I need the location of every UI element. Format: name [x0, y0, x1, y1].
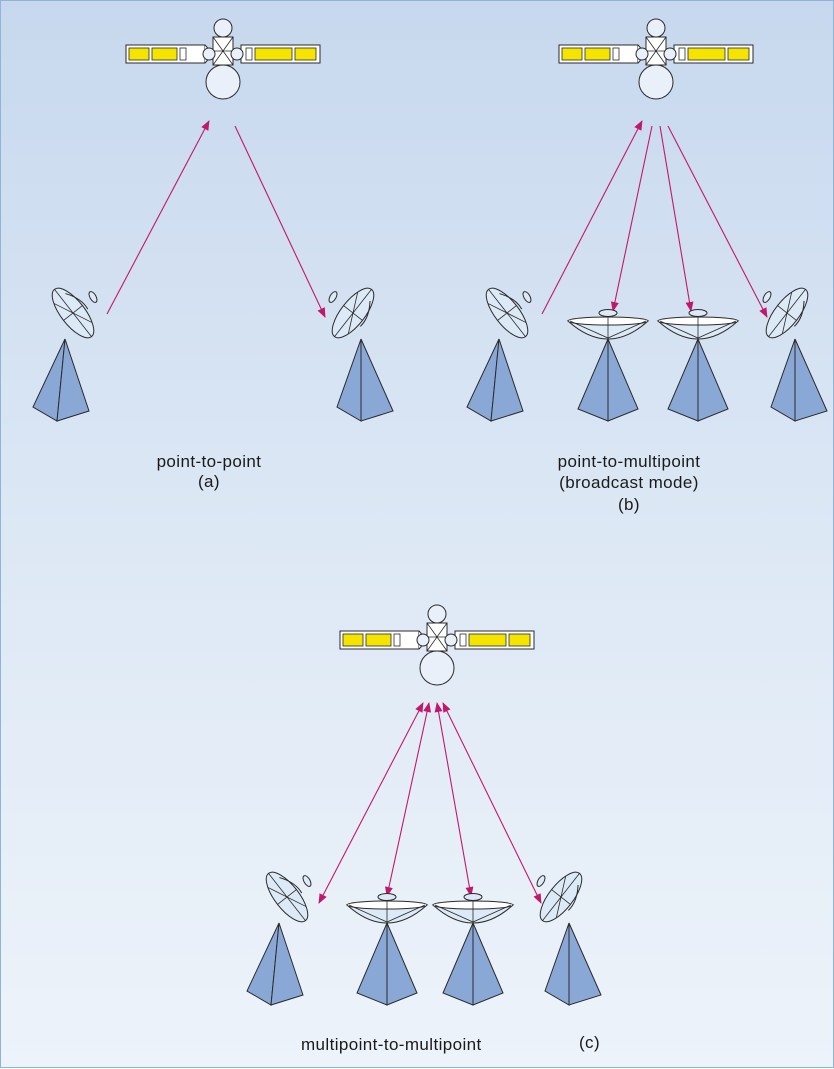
link-arrow-c-2	[385, 702, 431, 897]
parabolic-dish-icon-a-left	[32, 287, 98, 422]
satellite-icon-c	[339, 604, 535, 686]
satellite-icon-a	[125, 18, 321, 100]
downlink-arrow-b-2	[659, 125, 694, 312]
link-arrow-c-3	[434, 702, 474, 897]
flat-dish-icon-c-2	[431, 893, 515, 1006]
downlink-arrow-b-1	[610, 125, 653, 312]
caption-point-to-point: point-to-point	[156, 452, 262, 471]
flat-dish-icon-b-1	[566, 309, 650, 422]
downlink-arrow-b-3	[667, 125, 768, 318]
link-arrow-c-4	[442, 702, 542, 904]
parabolic-dish-icon-a-right	[328, 287, 394, 422]
caption-point-to-multipoint: point-to-multipoint	[557, 452, 701, 471]
flat-dish-icon-b-2	[656, 309, 740, 422]
parabolic-dish-icon-c-right	[536, 871, 602, 1006]
satellite-icon-b	[558, 18, 754, 100]
uplink-arrow-a	[106, 120, 210, 315]
parabolic-dish-icon-b-left	[466, 287, 532, 422]
caption-multipoint-to-multipoint: multipoint-to-multipoint	[301, 1035, 482, 1054]
downlink-arrow-a	[234, 125, 326, 318]
caption-broadcast-mode: (broadcast mode)	[559, 473, 699, 492]
label-a: (a)	[198, 472, 220, 491]
label-b: (b)	[618, 495, 640, 514]
uplink-arrow-b	[541, 120, 643, 315]
flat-dish-icon-c-1	[345, 893, 429, 1006]
parabolic-dish-icon-c-left	[246, 871, 312, 1006]
label-c: (c)	[579, 1033, 601, 1052]
parabolic-dish-icon-b-right	[762, 287, 828, 422]
